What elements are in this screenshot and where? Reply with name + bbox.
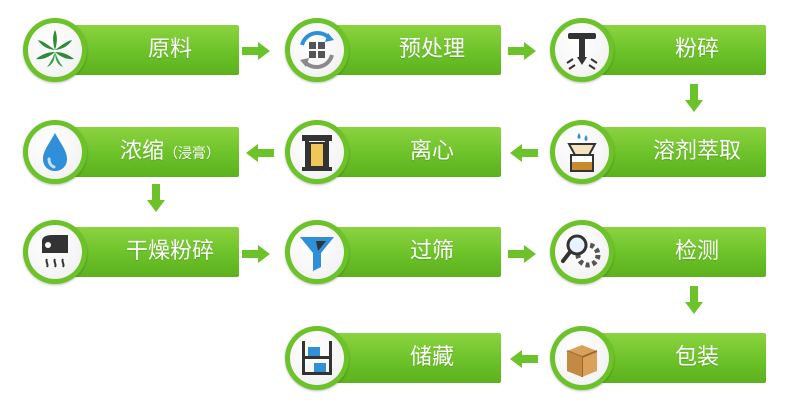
step-icon-circle	[23, 220, 87, 284]
magnifier-gear-icon	[561, 234, 601, 268]
arrow-down-icon	[685, 286, 703, 314]
step-raw-material: 原料	[23, 18, 239, 82]
box-icon	[566, 345, 598, 377]
step-centrifuge: 离心	[285, 120, 501, 184]
leaf-icon	[36, 30, 74, 67]
step-icon-circle	[285, 120, 349, 184]
funnel-icon	[300, 237, 334, 271]
step-sieve: 过筛	[285, 220, 501, 284]
shelf-icon	[302, 341, 332, 375]
step-pretreatment: 预处理	[285, 18, 501, 82]
step-crushing: 粉碎	[550, 18, 766, 82]
arrow-down-icon	[685, 84, 703, 112]
step-icon-circle	[550, 326, 614, 390]
window-recycle-icon	[300, 31, 334, 69]
step-inspection: 检测	[550, 220, 766, 284]
arrow-right-icon	[242, 245, 270, 263]
arrow-left-icon	[510, 350, 538, 368]
arrow-right-icon	[508, 245, 536, 263]
step-icon-circle	[285, 18, 349, 82]
step-icon-circle	[550, 120, 614, 184]
step-icon-circle	[550, 18, 614, 82]
filter-beaker-icon	[567, 133, 597, 172]
centrifuge-icon	[302, 135, 332, 171]
arrow-left-icon	[246, 144, 274, 162]
step-solvent-extraction: 溶剂萃取	[550, 120, 766, 184]
step-icon-circle	[550, 220, 614, 284]
arrow-left-icon	[510, 144, 538, 162]
arrow-down-icon	[147, 184, 165, 212]
step-icon-circle	[285, 326, 349, 390]
step-label: 溶剂萃取	[580, 127, 766, 177]
step-icon-circle	[23, 120, 87, 184]
step-storage: 储藏	[285, 326, 501, 390]
dryer-icon	[42, 235, 68, 268]
step-packaging: 包装	[550, 326, 766, 390]
arrow-right-icon	[508, 42, 536, 60]
step-icon-circle	[285, 220, 349, 284]
water-drop-icon	[43, 133, 67, 171]
step-concentrate: 浓缩（浸膏）	[23, 120, 239, 184]
step-dry-crush: 干燥粉碎	[23, 220, 239, 284]
arrow-right-icon	[242, 42, 270, 60]
crusher-icon	[566, 33, 598, 70]
step-icon-circle	[23, 18, 87, 82]
